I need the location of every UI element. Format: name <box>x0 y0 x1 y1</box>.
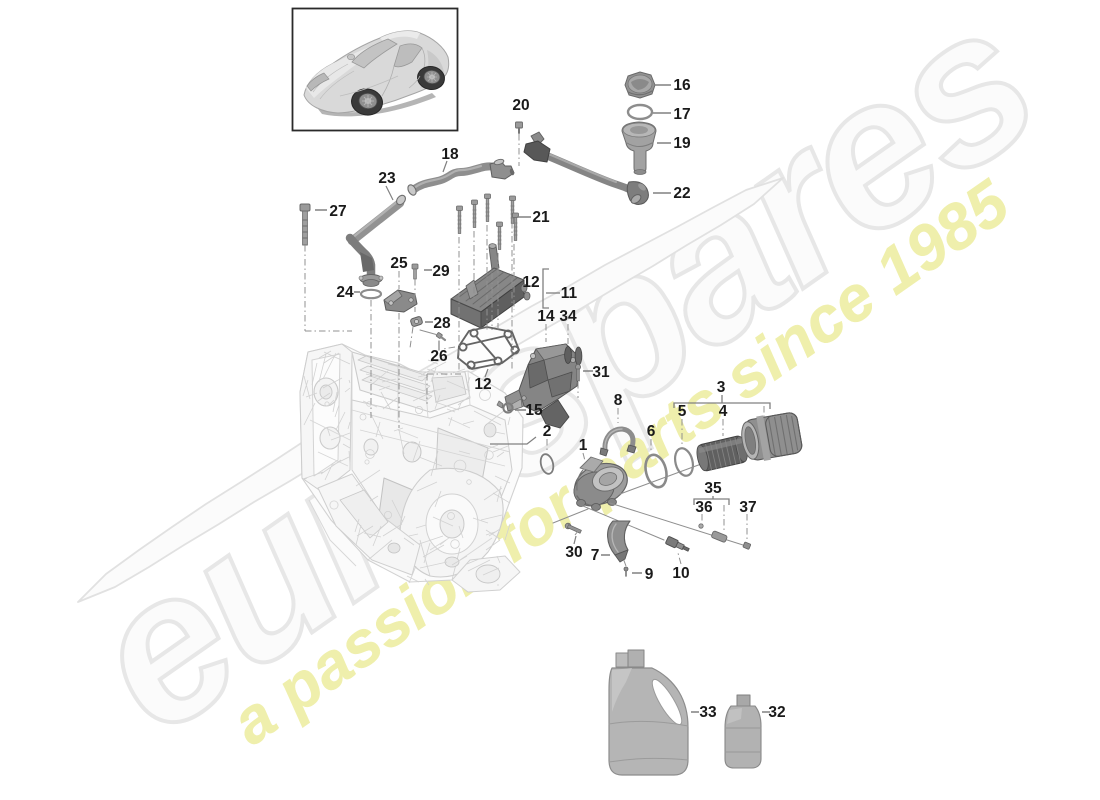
svg-text:20: 20 <box>512 97 529 114</box>
svg-text:10: 10 <box>672 565 689 582</box>
svg-text:8: 8 <box>614 392 623 409</box>
svg-text:17: 17 <box>673 106 690 123</box>
svg-text:27: 27 <box>329 203 346 220</box>
svg-text:18: 18 <box>441 146 459 163</box>
svg-text:21: 21 <box>532 209 550 226</box>
svg-text:23: 23 <box>378 170 396 187</box>
svg-text:26: 26 <box>430 348 448 365</box>
svg-text:14: 14 <box>537 308 555 325</box>
svg-text:35: 35 <box>704 480 722 497</box>
svg-text:30: 30 <box>565 544 582 561</box>
svg-text:9: 9 <box>645 566 654 583</box>
svg-text:5: 5 <box>678 403 687 420</box>
svg-text:37: 37 <box>739 499 756 516</box>
svg-text:12: 12 <box>474 376 491 393</box>
svg-text:19: 19 <box>673 135 691 152</box>
svg-text:16: 16 <box>673 77 691 94</box>
svg-text:2: 2 <box>543 423 552 440</box>
svg-text:31: 31 <box>592 364 610 381</box>
svg-text:6: 6 <box>647 423 656 440</box>
svg-text:33: 33 <box>699 704 717 721</box>
svg-text:32: 32 <box>768 704 785 721</box>
svg-text:1: 1 <box>579 437 588 454</box>
svg-text:29: 29 <box>432 263 450 280</box>
svg-text:7: 7 <box>591 547 600 564</box>
svg-text:11: 11 <box>561 285 578 302</box>
svg-text:15: 15 <box>525 402 543 419</box>
svg-text:36: 36 <box>695 499 713 516</box>
svg-text:3: 3 <box>717 379 726 396</box>
svg-text:4: 4 <box>719 403 728 420</box>
svg-text:25: 25 <box>390 255 408 272</box>
svg-text:22: 22 <box>673 185 690 202</box>
svg-text:34: 34 <box>559 308 577 325</box>
svg-text:24: 24 <box>336 284 354 301</box>
svg-text:28: 28 <box>433 315 451 332</box>
svg-text:12: 12 <box>522 274 539 291</box>
